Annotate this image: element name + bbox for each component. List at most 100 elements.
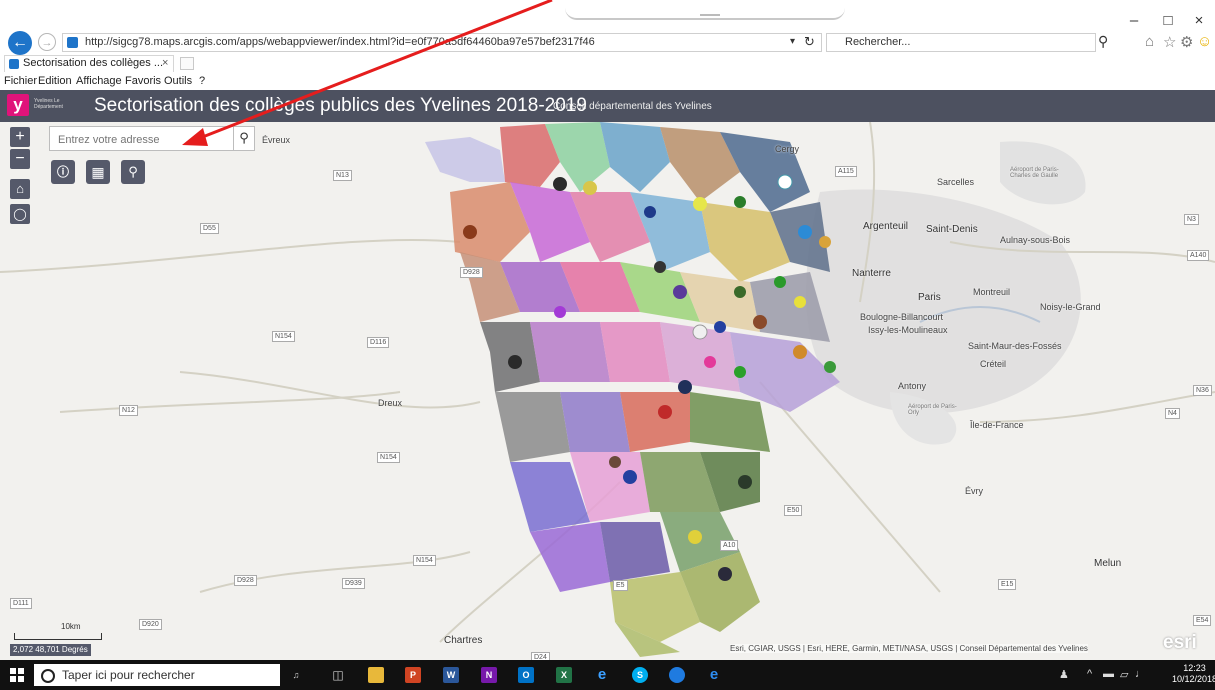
place-label: Cergy xyxy=(775,144,800,154)
menu-fichier[interactable]: Fichier xyxy=(4,75,38,87)
home-icon[interactable]: ⌂ xyxy=(1145,33,1155,50)
place-label: Nanterre xyxy=(852,268,891,279)
info-icon[interactable]: ⓘ xyxy=(51,160,75,184)
place-label: Créteil xyxy=(980,359,1007,369)
place-label: Saint-Denis xyxy=(926,224,978,235)
place-label: Aéroport de Paris-Orly xyxy=(908,404,957,416)
address-search-input[interactable] xyxy=(56,128,238,151)
skype-icon[interactable]: S xyxy=(632,667,648,683)
drag-handle-knob xyxy=(700,14,720,16)
place-label: Argenteuil xyxy=(863,221,909,232)
address-search-box[interactable] xyxy=(49,126,238,151)
back-button[interactable]: ← xyxy=(8,31,32,55)
place-label: Noisy-le-Grand xyxy=(1040,302,1101,312)
internet-explorer-icon[interactable]: e xyxy=(597,666,607,683)
road-shield: D111 xyxy=(10,598,32,609)
close-window-button[interactable]: × xyxy=(1194,12,1204,29)
sync-app-icon[interactable] xyxy=(669,667,685,683)
place-label: Île-de-France xyxy=(970,420,1024,430)
road-shield: N154 xyxy=(272,331,295,342)
road-shield: A10 xyxy=(720,540,739,551)
yvelines-logo: y xyxy=(7,94,29,116)
road-shield: N13 xyxy=(333,170,352,181)
task-view-icon[interactable]: ◫ xyxy=(332,668,344,682)
sector-polygons[interactable] xyxy=(425,122,840,657)
forward-button[interactable]: → xyxy=(38,33,56,51)
tab-close-icon[interactable]: × xyxy=(162,57,169,69)
address-search-button[interactable]: ⚲ xyxy=(233,126,255,151)
school-markers[interactable] xyxy=(463,174,836,581)
taskbar-search-placeholder: Taper ici pour rechercher xyxy=(62,668,195,682)
menu-favoris[interactable]: Favoris xyxy=(125,75,162,87)
menu-bar: Fichier Edition Affichage Favoris Outils… xyxy=(0,74,1215,90)
road-shield: N12 xyxy=(119,405,138,416)
esri-logo: esri xyxy=(1163,632,1197,653)
menu-affichage[interactable]: Affichage xyxy=(76,75,122,87)
network-icon[interactable]: ▱ xyxy=(1120,669,1129,681)
road-shield: E50 xyxy=(784,505,803,516)
basemap-gallery-icon[interactable]: ▦ xyxy=(86,160,110,184)
menu-help[interactable]: ? xyxy=(199,75,206,87)
place-label: Boulogne-Billancourt xyxy=(860,312,944,322)
browser-search-placeholder: Rechercher... xyxy=(845,36,911,48)
volume-icon[interactable]: ♩ xyxy=(1135,668,1146,680)
address-bar[interactable]: http://sigcg78.maps.arcgis.com/apps/weba… xyxy=(62,33,822,52)
window-drag-handle[interactable] xyxy=(565,8,845,20)
onenote-icon[interactable]: N xyxy=(481,667,497,683)
place-label: Évreux xyxy=(262,135,291,145)
browser-chrome: – □ × ← → http://sigcg78.maps.arcgis.com… xyxy=(0,0,1215,90)
windows-start-icon[interactable] xyxy=(10,668,24,682)
road-shield: D939 xyxy=(342,578,365,589)
place-label: Dreux xyxy=(378,398,403,408)
settings-gear-icon[interactable]: ⚙ xyxy=(1180,34,1194,51)
chevron-up-icon[interactable]: ^ xyxy=(1087,668,1093,680)
outlook-icon[interactable]: O xyxy=(518,667,534,683)
road-shield: N154 xyxy=(413,555,436,566)
road-shield: A115 xyxy=(835,166,857,177)
place-label: Aulnay-sous-Bois xyxy=(1000,235,1071,245)
taskbar-clock[interactable]: 12:23 10/12/2018 xyxy=(1172,663,1215,685)
road-shield: E54 xyxy=(1193,615,1212,626)
menu-edition[interactable]: Edition xyxy=(38,75,72,87)
refresh-icon[interactable]: ↻ xyxy=(804,34,815,49)
menu-outils[interactable]: Outils xyxy=(164,75,193,87)
road-shield: D928 xyxy=(460,267,483,278)
file-explorer-icon[interactable] xyxy=(368,667,384,683)
smiley-feedback-icon[interactable]: ☺ xyxy=(1197,33,1213,50)
search-icon[interactable]: ⚲ xyxy=(1098,33,1109,49)
place-label: Melun xyxy=(1094,558,1122,569)
microphone-icon[interactable]: ♫ xyxy=(292,670,300,680)
chevron-down-icon[interactable]: ▾ xyxy=(790,36,796,47)
new-tab-button[interactable] xyxy=(180,57,194,70)
app-header: y Yvelines Le Département Sectorisation … xyxy=(0,90,1215,122)
my-location-button[interactable]: ◯ xyxy=(10,204,30,224)
people-icon[interactable]: ♟ xyxy=(1059,669,1069,681)
edge-icon[interactable]: e xyxy=(709,666,719,683)
excel-icon[interactable]: X xyxy=(556,667,572,683)
scale-bar xyxy=(14,633,102,640)
road-shield: N3 xyxy=(1184,214,1199,225)
app-subtitle: Conseil départemental des Yvelines xyxy=(553,101,712,112)
zoom-out-button[interactable]: − xyxy=(10,149,30,169)
home-extent-button[interactable]: ⌂ xyxy=(10,179,30,199)
road-shield: E15 xyxy=(998,579,1017,590)
minimize-button[interactable]: – xyxy=(1129,12,1139,29)
logo-caption: Yvelines Le Département xyxy=(34,98,63,110)
favorites-star-icon[interactable]: ☆ xyxy=(1163,34,1177,51)
road-shield: D116 xyxy=(367,337,390,348)
taskbar-search-box[interactable]: Taper ici pour rechercher xyxy=(34,664,280,686)
zoom-in-button[interactable]: + xyxy=(10,127,30,147)
battery-icon[interactable]: ▬ xyxy=(1103,668,1114,680)
browser-search-field[interactable]: Rechercher... xyxy=(826,33,1096,52)
map-view[interactable]: Évreux Cergy Sarcelles Argenteuil Saint-… xyxy=(0,122,1215,660)
powerpoint-icon[interactable]: P xyxy=(405,667,421,683)
query-icon[interactable]: ⚲ xyxy=(121,160,145,184)
tab-favicon-icon xyxy=(9,59,19,69)
tab-active[interactable]: Sectorisation des collèges ... × xyxy=(4,55,174,72)
word-icon[interactable]: W xyxy=(443,667,459,683)
app-title: Sectorisation des collèges publics des Y… xyxy=(94,95,587,116)
place-label: Sarcelles xyxy=(937,177,975,187)
place-label: Issy-les-Moulineaux xyxy=(868,325,948,335)
maximize-button[interactable]: □ xyxy=(1163,12,1173,29)
road-shield: E5 xyxy=(613,580,628,591)
